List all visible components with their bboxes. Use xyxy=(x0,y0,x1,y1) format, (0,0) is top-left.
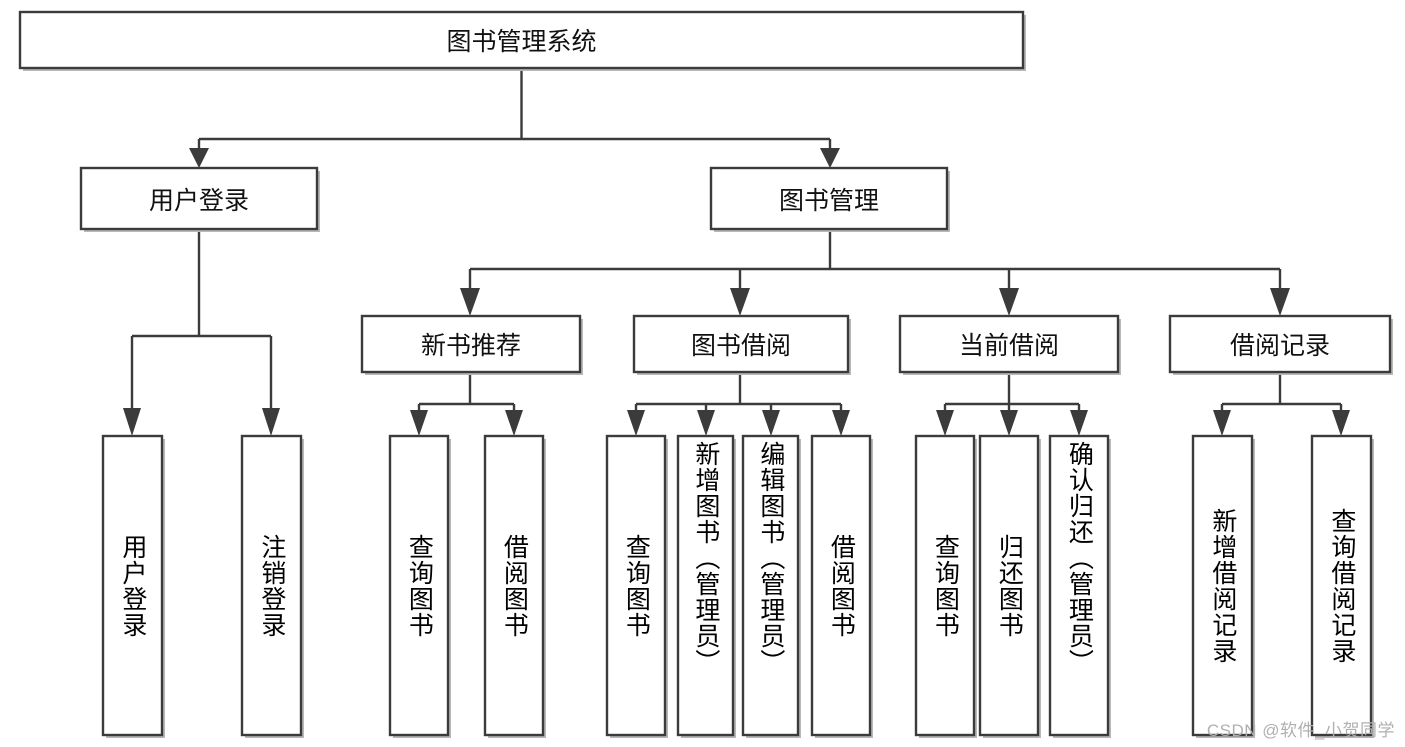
arrow-leaf-add-book xyxy=(697,410,715,436)
arrow-leaf-user-login xyxy=(123,408,141,436)
arrow-leaf-borrow-book-2 xyxy=(832,410,850,436)
arrow-leaf-query-record xyxy=(1332,410,1350,436)
node-book-borrow[interactable] xyxy=(632,314,851,375)
node-leaf-query-book-3[interactable] xyxy=(914,434,977,738)
node-leaf-return-book-box xyxy=(978,434,1040,737)
edge-group-new-book-to-leaves xyxy=(410,375,523,436)
arrow-leaf-add-record xyxy=(1213,410,1231,436)
node-root[interactable] xyxy=(18,10,1026,71)
node-leaf-logout-login[interactable] xyxy=(240,434,304,738)
node-leaf-logout-login-box xyxy=(240,434,303,737)
node-root-box xyxy=(18,10,1025,70)
node-leaf-add-book[interactable] xyxy=(676,434,736,738)
arrow-leaf-return-book xyxy=(1000,410,1018,436)
node-leaf-query-book-3-box xyxy=(914,434,976,737)
watermark: CSDN @软件_小贺同学 xyxy=(1206,721,1395,740)
node-leaf-edit-book-box xyxy=(741,434,800,737)
node-leaf-query-record[interactable] xyxy=(1310,434,1374,738)
node-leaf-query-book-2[interactable] xyxy=(605,434,668,738)
arrow-book-borrow xyxy=(730,288,750,316)
arrow-leaf-edit-book xyxy=(762,410,780,436)
node-leaf-query-record-box xyxy=(1310,434,1373,737)
node-leaf-add-record[interactable] xyxy=(1191,434,1255,738)
edge-group-borrow-record-to-leaves xyxy=(1213,375,1350,436)
node-borrow-record-box xyxy=(1168,314,1392,374)
node-leaf-borrow-book-2-box xyxy=(810,434,872,737)
node-book-borrow-box xyxy=(632,314,850,374)
edge-group-root-to-level2 xyxy=(189,68,840,168)
node-user-login-box xyxy=(79,166,319,231)
node-leaf-borrow-book-1[interactable] xyxy=(483,434,546,738)
node-user-login[interactable] xyxy=(79,166,320,232)
node-leaf-user-login[interactable] xyxy=(101,434,165,738)
node-leaf-query-book-1[interactable] xyxy=(388,434,451,738)
node-current-borrow[interactable] xyxy=(898,314,1121,375)
node-leaf-add-record-box xyxy=(1191,434,1254,737)
arrow-leaf-query-book-2 xyxy=(627,410,645,436)
arrow-leaf-logout-login xyxy=(262,408,280,436)
edge-group-current-borrow-to-leaves xyxy=(936,375,1088,436)
node-leaf-return-book[interactable] xyxy=(978,434,1041,738)
node-leaf-borrow-book-1-box xyxy=(483,434,545,737)
node-leaf-query-book-2-box xyxy=(605,434,667,737)
arrow-leaf-borrow-book-1 xyxy=(505,410,523,436)
node-new-book-recommend-box xyxy=(360,314,582,374)
arrow-current-borrow xyxy=(999,288,1019,316)
node-leaf-edit-book[interactable] xyxy=(741,434,801,738)
arrow-borrow-record xyxy=(1270,288,1290,316)
arrow-new-book-recommend xyxy=(460,288,480,316)
node-leaf-add-book-box xyxy=(676,434,735,737)
node-new-book-recommend[interactable] xyxy=(360,314,583,375)
node-leaf-confirm-return-box xyxy=(1048,434,1110,737)
edge-group-book-borrow-to-leaves xyxy=(627,375,850,436)
arrow-user-login xyxy=(189,148,209,168)
node-leaf-user-login-box xyxy=(101,434,164,737)
node-leaf-confirm-return[interactable] xyxy=(1048,434,1111,738)
node-book-manage-box xyxy=(709,166,949,231)
arrow-leaf-confirm-return xyxy=(1070,410,1088,436)
node-leaf-query-book-1-box xyxy=(388,434,450,737)
edge-group-user-login-to-leaves xyxy=(123,232,280,436)
edge-group-book-manage-to-level3 xyxy=(460,232,1290,316)
node-book-manage[interactable] xyxy=(709,166,950,232)
node-current-borrow-box xyxy=(898,314,1120,374)
arrow-leaf-query-book-3 xyxy=(936,410,954,436)
node-leaf-borrow-book-2[interactable] xyxy=(810,434,873,738)
arrow-book-manage xyxy=(820,148,840,168)
arrow-leaf-query-book-1 xyxy=(410,410,428,436)
node-borrow-record[interactable] xyxy=(1168,314,1393,375)
